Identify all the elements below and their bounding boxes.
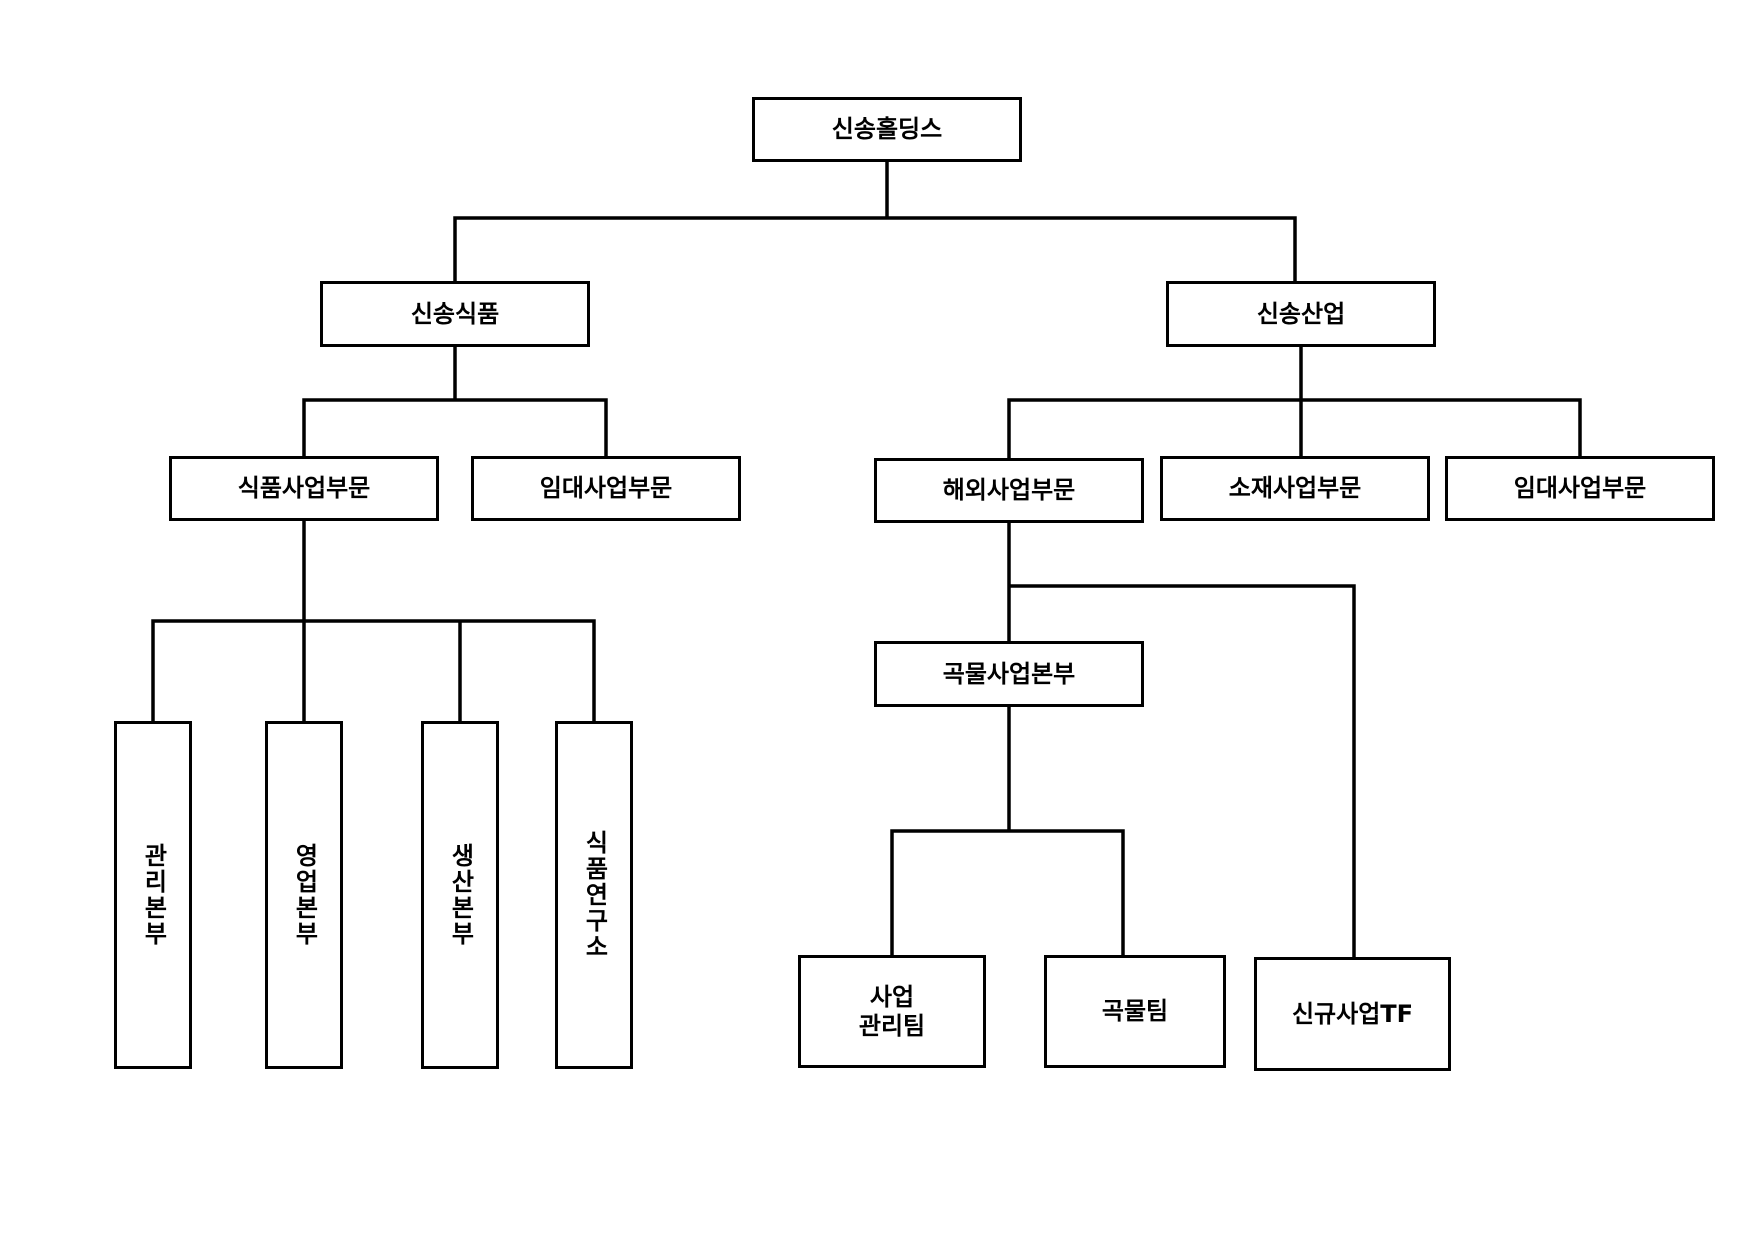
connector-overseas-to-children [1007, 520, 1356, 960]
node-label: 곡물팀 [1101, 997, 1169, 1026]
node-sinsong-industry: 신송산업 [1166, 281, 1436, 347]
node-label: 식품연구소 [580, 830, 609, 960]
node-label: 해외사업부문 [942, 476, 1076, 505]
node-label: 임대사업부문 [1513, 474, 1647, 503]
node-label: 사업 관리팀 [858, 982, 926, 1040]
node-grain-business-hq: 곡물사업본부 [874, 641, 1144, 707]
node-grain-team: 곡물팀 [1044, 955, 1226, 1068]
node-label: 영업본부 [290, 843, 319, 947]
node-label: 식품사업부문 [237, 474, 371, 503]
node-sales-hq: 영업본부 [265, 721, 343, 1069]
connector-grain-hq-to-teams [890, 704, 1125, 958]
node-new-business-tf: 신규사업TF [1254, 957, 1451, 1071]
node-business-management-team: 사업 관리팀 [798, 955, 986, 1068]
node-label: 신송산업 [1256, 299, 1346, 328]
node-food-business-division: 식품사업부문 [169, 456, 439, 521]
connector-food-to-divisions [302, 344, 608, 459]
node-label: 신송식품 [410, 299, 500, 328]
node-materials-business-division: 소재사업부문 [1160, 456, 1430, 521]
connector-industry-to-divisions [1007, 344, 1582, 461]
node-food-rental-division: 임대사업부문 [471, 456, 741, 521]
node-sinsong-holdings: 신송홀딩스 [752, 97, 1022, 162]
node-label: 신규사업TF [1291, 999, 1414, 1028]
node-label: 신송홀딩스 [831, 115, 943, 144]
connector-root-to-companies [453, 158, 1297, 284]
node-label: 생산본부 [446, 843, 475, 947]
node-sinsong-food: 신송식품 [320, 281, 590, 347]
node-management-hq: 관리본부 [114, 721, 192, 1069]
node-label: 소재사업부문 [1228, 474, 1362, 503]
connector-food-division-to-units [151, 518, 596, 724]
node-label: 곡물사업본부 [942, 659, 1076, 688]
node-label: 임대사업부문 [539, 474, 673, 503]
node-food-research-lab: 식품연구소 [555, 721, 633, 1069]
node-label: 관리본부 [139, 843, 168, 947]
node-overseas-business-division: 해외사업부문 [874, 458, 1144, 523]
node-production-hq: 생산본부 [421, 721, 499, 1069]
node-industry-rental-division: 임대사업부문 [1445, 456, 1715, 521]
